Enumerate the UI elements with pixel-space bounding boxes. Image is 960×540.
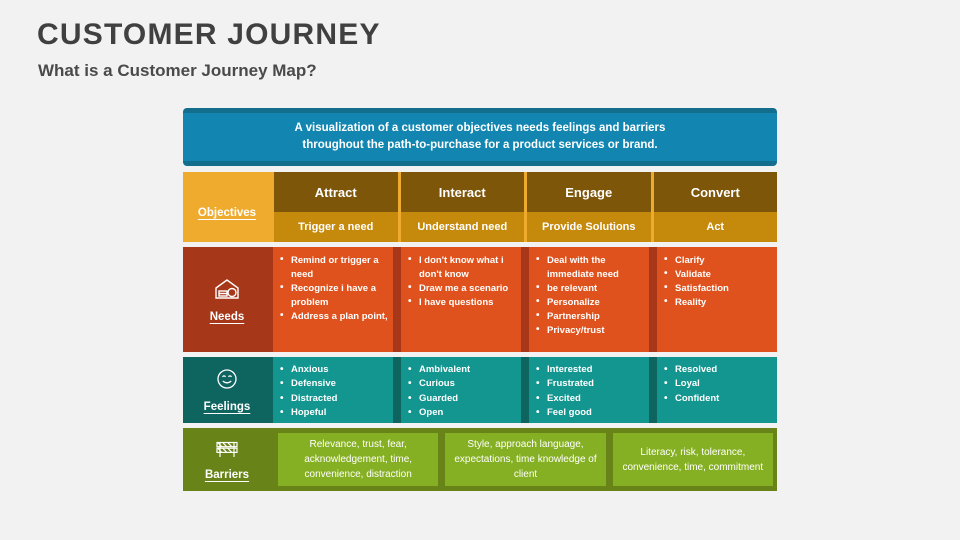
customer-journey-table: A visualization of a customer objectives… xyxy=(183,108,777,491)
needs-list: I don't know what i don't know Draw me a… xyxy=(407,253,517,310)
list-item: Partnership xyxy=(535,309,645,324)
stage-name: Attract xyxy=(274,172,398,212)
list-item: Address a plan point, xyxy=(279,309,389,324)
feelings-list: Ambivalent Curious Guarded Open xyxy=(407,362,517,421)
definition-line-1: A visualization of a customer objectives… xyxy=(294,122,666,135)
list-item: Satisfaction xyxy=(663,281,773,296)
stage-name: Convert xyxy=(653,172,777,212)
list-item: Frustrated xyxy=(535,376,645,392)
stage-goal: Understand need xyxy=(400,212,524,242)
list-item: Open xyxy=(407,405,517,421)
feelings-list: Resolved Loyal Confident xyxy=(663,362,773,407)
needs-cell-interact[interactable]: I don't know what i don't know Draw me a… xyxy=(393,247,521,352)
definition-line-2: throughout the path-to-purchase for a pr… xyxy=(302,139,658,151)
list-item: be relevant xyxy=(535,281,645,296)
list-item: I have questions xyxy=(407,295,517,310)
list-item: Defensive xyxy=(279,376,389,392)
list-item: Deal with the immediate need xyxy=(535,253,645,282)
objectives-stage-cells: Attract Trigger a need Interact Understa… xyxy=(271,172,777,242)
feelings-label: Feelings xyxy=(203,401,251,413)
list-item: Clarify xyxy=(663,253,773,268)
stage-column-engage[interactable]: Engage Provide Solutions xyxy=(524,172,651,242)
list-item: Remind or trigger a need xyxy=(279,253,389,282)
list-item: Privacy/trust xyxy=(535,323,645,338)
list-item: Confident xyxy=(663,391,773,407)
list-item: Excited xyxy=(535,391,645,407)
stage-name: Interact xyxy=(400,172,524,212)
needs-label-cell: Needs xyxy=(183,247,271,352)
stage-goal: Act xyxy=(653,212,777,242)
objectives-row: Objectives Attract Trigger a need Intera… xyxy=(183,172,777,242)
barriers-label: Barriers xyxy=(204,468,250,481)
needs-cell-convert[interactable]: Clarify Validate Satisfaction Reality xyxy=(649,247,777,352)
feelings-cell-interact[interactable]: Ambivalent Curious Guarded Open xyxy=(393,357,521,423)
needs-list: Deal with the immediate need be relevant… xyxy=(535,253,645,338)
list-item: Feel good xyxy=(535,405,645,421)
smiley-face-icon xyxy=(215,367,239,396)
list-item: Hopeful xyxy=(279,405,389,421)
needs-cell-attract[interactable]: Remind or trigger a need Recognize i hav… xyxy=(271,247,393,352)
list-item: Loyal xyxy=(663,376,773,392)
feelings-list: Anxious Defensive Distracted Hopeful xyxy=(279,362,389,421)
feelings-cell-attract[interactable]: Anxious Defensive Distracted Hopeful xyxy=(271,357,393,423)
list-item: I don't know what i don't know xyxy=(407,253,517,282)
definition-banner-text: A visualization of a customer objectives… xyxy=(295,120,666,153)
stage-goal: Trigger a need xyxy=(274,212,398,242)
definition-banner: A visualization of a customer objectives… xyxy=(183,108,777,166)
list-item: Draw me a scenario xyxy=(407,281,517,296)
stage-column-attract[interactable]: Attract Trigger a need xyxy=(271,172,398,242)
list-item: Validate xyxy=(663,267,773,282)
list-item: Distracted xyxy=(279,391,389,407)
needs-list: Clarify Validate Satisfaction Reality xyxy=(663,253,773,310)
road-barricade-icon xyxy=(214,439,240,464)
needs-cells: Remind or trigger a need Recognize i hav… xyxy=(271,247,777,352)
feelings-label-cell: Feelings xyxy=(183,357,271,423)
list-item: Anxious xyxy=(279,362,389,378)
objectives-label: Objectives xyxy=(197,207,257,219)
barriers-label-cell: Barriers xyxy=(183,428,271,491)
list-item: Curious xyxy=(407,376,517,392)
stage-name: Engage xyxy=(527,172,651,212)
barriers-cell-2[interactable]: Style, approach language, expectations, … xyxy=(445,433,606,486)
barriers-cell-1[interactable]: Relevance, trust, fear, acknowledgement,… xyxy=(278,433,439,486)
needs-label: Needs xyxy=(209,310,245,323)
feelings-row: Feelings Anxious Defensive Distracted Ho… xyxy=(183,357,777,423)
needs-row: Needs Remind or trigger a need Recognize… xyxy=(183,247,777,352)
objectives-label-cell: Objectives xyxy=(183,172,271,242)
feelings-list: Interested Frustrated Excited Feel good xyxy=(535,362,645,421)
stage-goal: Provide Solutions xyxy=(527,212,651,242)
feelings-cell-engage[interactable]: Interested Frustrated Excited Feel good xyxy=(521,357,649,423)
stage-column-interact[interactable]: Interact Understand need xyxy=(397,172,524,242)
list-item: Ambivalent xyxy=(407,362,517,378)
page-title: CUSTOMER JOURNEY xyxy=(37,18,381,51)
list-item: Guarded xyxy=(407,391,517,407)
house-icon xyxy=(213,277,241,306)
feelings-cells: Anxious Defensive Distracted Hopeful Amb… xyxy=(271,357,777,423)
barriers-cell-3[interactable]: Literacy, risk, tolerance, convenience, … xyxy=(612,433,773,486)
needs-cell-engage[interactable]: Deal with the immediate need be relevant… xyxy=(521,247,649,352)
feelings-cell-convert[interactable]: Resolved Loyal Confident xyxy=(649,357,777,423)
needs-list: Remind or trigger a need Recognize i hav… xyxy=(279,253,389,324)
page-subtitle: What is a Customer Journey Map? xyxy=(38,61,317,80)
barriers-cells: Relevance, trust, fear, acknowledgement,… xyxy=(271,428,777,491)
stage-column-convert[interactable]: Convert Act xyxy=(650,172,777,242)
barriers-row: Barriers Relevance, trust, fear, acknowl… xyxy=(183,428,777,491)
list-item: Resolved xyxy=(663,362,773,378)
list-item: Recognize i have a problem xyxy=(279,281,389,310)
list-item: Reality xyxy=(663,295,773,310)
list-item: Personalize xyxy=(535,295,645,310)
list-item: Interested xyxy=(535,362,645,378)
